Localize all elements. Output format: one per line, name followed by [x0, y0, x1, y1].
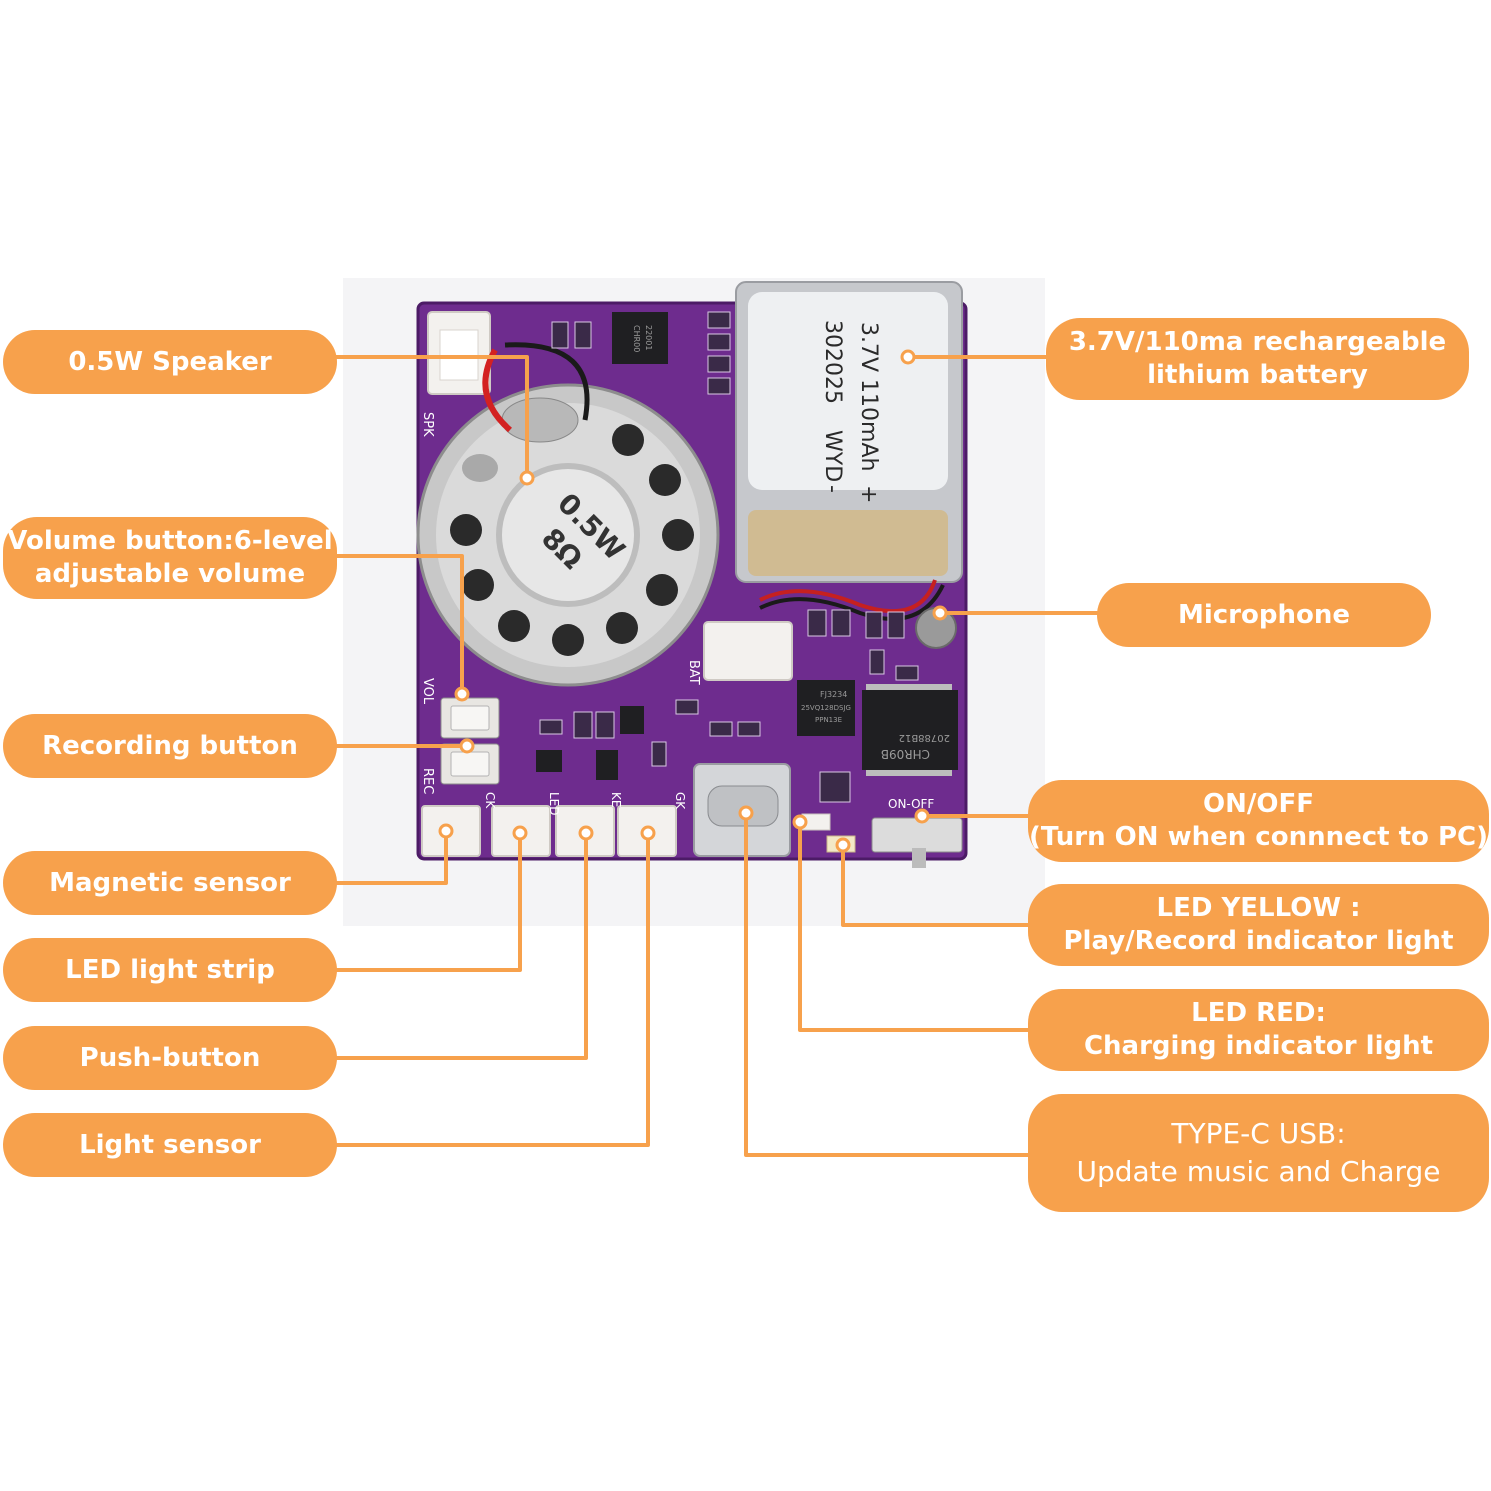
callout-lithium-battery: 3.7V/110ma rechargeable lithium battery — [1046, 318, 1469, 400]
battery: 302025 3.7V 110mAh WYD - + — [735, 281, 963, 621]
callout-lithium-battery-line-1: 3.7V/110ma rechargeable — [1068, 327, 1447, 357]
leader-endpoints — [438, 349, 948, 853]
amp-chip: CHR00 22001 — [612, 312, 668, 364]
callout-led-yellow-line-2: Play/Record indicator light — [1063, 926, 1454, 956]
speaker: 0.5W 8Ω — [416, 342, 720, 687]
callout-microphone: Microphone — [1097, 583, 1431, 647]
amp-chip-code: 22001 — [644, 325, 653, 350]
silk-vol: VOL — [420, 678, 435, 705]
callout-recording-button-line-1: Recording button — [42, 730, 298, 761]
volume-button — [440, 697, 500, 739]
callout-on-off: ON/OFF (Turn ON when connnect to PC) — [1028, 780, 1489, 862]
callout-type-c-usb-line-1: TYPE-C USB: — [1171, 1117, 1346, 1150]
flash-chip-marking: FJ3234 — [820, 690, 847, 699]
callout-type-c-usb-line-2: Update music and Charge — [1076, 1155, 1441, 1188]
callout-on-off-line-1: ON/OFF — [1203, 789, 1314, 819]
callout-led-red-line-1: LED RED: — [1191, 998, 1326, 1028]
flash-chip-code2: PPN13E — [815, 716, 842, 724]
callout-volume-button-line-1: Volume button:6-level — [7, 526, 333, 556]
battery-marking-rating: 3.7V 110mAh — [856, 322, 881, 471]
battery-marking-brand: WYD — [820, 430, 845, 482]
silk-spk: SPK — [420, 412, 435, 437]
callout-speaker: 0.5W Speaker — [3, 330, 337, 394]
recording-button — [440, 743, 500, 785]
callout-led-red: LED RED: Charging indicator light — [1028, 989, 1489, 1071]
callout-type-c-usb: TYPE-C USB: Update music and Charge — [1028, 1094, 1489, 1212]
main-chip: 20788B12 CHR09B — [862, 684, 958, 776]
main-chip-marking: CHR09B — [881, 747, 930, 761]
callout-led-yellow-line-1: LED YELLOW : — [1156, 893, 1361, 923]
callout-magnetic-sensor-line-1: Magnetic sensor — [49, 867, 291, 898]
battery-minus: - — [820, 485, 845, 493]
flash-chip-code: 25VQ128DSJG — [801, 704, 851, 712]
silk-ke: KE — [609, 792, 623, 807]
silk-rec: REC — [420, 768, 435, 794]
callout-volume-button-line-2: adjustable volume — [34, 559, 306, 589]
main-chip-code: 20788B12 — [899, 732, 950, 743]
callout-light-sensor: Light sensor — [3, 1113, 337, 1177]
callout-led-light-strip: LED light strip — [3, 938, 337, 1002]
leader-lines — [334, 355, 1099, 1157]
on-off-switch — [871, 817, 963, 868]
silk-ck: CK — [483, 792, 497, 809]
callout-recording-button: Recording button — [3, 714, 337, 778]
callout-magnetic-sensor: Magnetic sensor — [3, 851, 337, 915]
callout-push-button: Push-button — [3, 1026, 337, 1090]
callout-speaker-line-1: 0.5W Speaker — [68, 346, 272, 377]
callout-led-yellow: LED YELLOW : Play/Record indicator light — [1028, 884, 1489, 966]
callout-lithium-battery-line-2: lithium battery — [1147, 360, 1368, 390]
battery-connector — [703, 621, 793, 681]
callout-volume-button: Volume button:6-level adjustable volume — [3, 517, 337, 599]
flash-chip: FJ3234 25VQ128DSJG PPN13E — [797, 680, 855, 736]
callout-led-light-strip-line-1: LED light strip — [65, 954, 275, 985]
silk-gk: GK — [673, 792, 687, 810]
battery-marking-model: 302025 — [820, 320, 845, 404]
callout-microphone-line-1: Microphone — [1177, 599, 1350, 630]
callout-light-sensor-line-1: Light sensor — [79, 1129, 261, 1160]
silk-led: LED — [547, 792, 561, 816]
callout-led-red-line-2: Charging indicator light — [1083, 1031, 1434, 1061]
amp-chip-marking: CHR00 — [632, 325, 641, 352]
usb-c-port — [693, 763, 791, 857]
callout-on-off-line-2: (Turn ON when connnect to PC) — [1029, 822, 1488, 852]
speaker-connector — [427, 311, 491, 395]
callout-push-button-line-1: Push-button — [79, 1042, 261, 1073]
silk-on-off: ON-OFF — [888, 797, 934, 811]
silk-bat: BAT — [686, 660, 701, 685]
battery-plus: + — [856, 485, 881, 503]
